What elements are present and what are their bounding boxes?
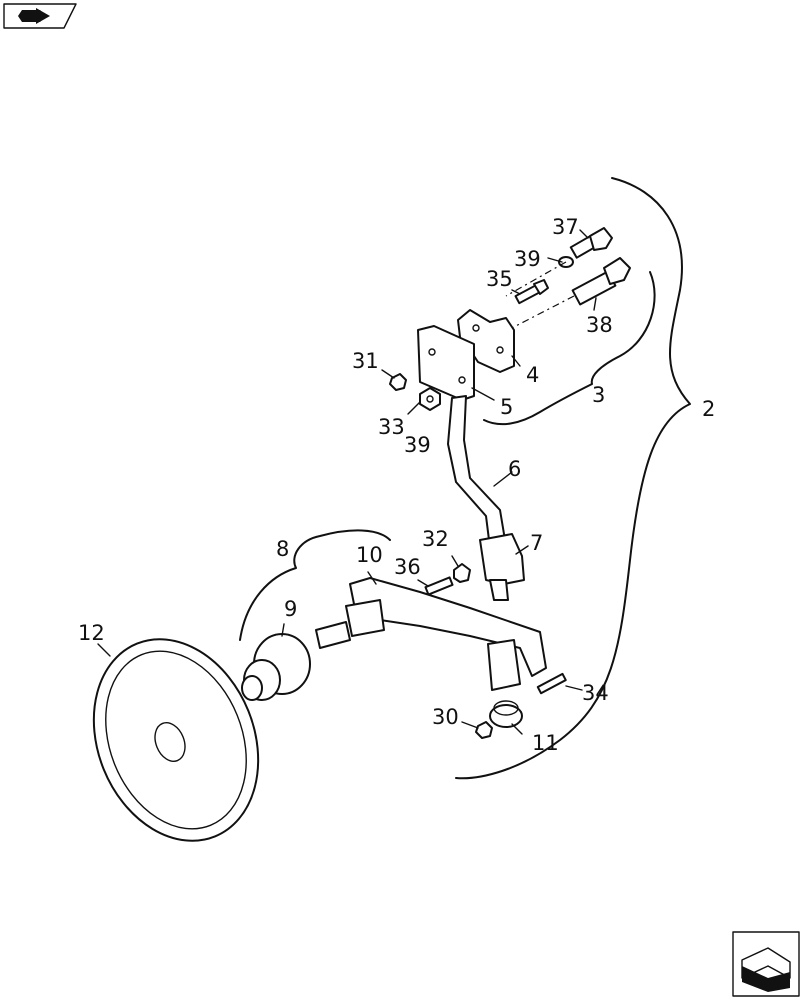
spindle [315,599,385,649]
callout-37: 37 [552,215,579,239]
callout-6: 6 [508,457,521,481]
callout-38: 38 [586,313,613,337]
callout-39-top: 39 [514,247,541,271]
callout-32: 32 [422,527,449,551]
clamp-plate-5 [417,325,475,401]
callout-7: 7 [530,531,543,555]
hub-9 [241,633,311,701]
callout-8: 8 [276,537,289,561]
callout-34: 34 [582,681,609,705]
collar-7 [479,533,525,601]
callout-4: 4 [526,363,539,387]
callout-2: 2 [702,397,715,421]
assembly-2-brace [455,177,691,780]
shank-6 [447,395,507,549]
callout-31: 31 [352,349,379,373]
bolt-35 [514,279,549,305]
bolt-37 [569,227,613,259]
book-arrow-icon[interactable] [3,3,77,29]
next-page-arrow-icon[interactable] [732,931,800,997]
callout-5: 5 [500,395,513,419]
nut-32 [453,563,471,583]
nut-30 [475,721,493,739]
disc-12 [92,638,260,842]
callout-36: 36 [394,555,421,579]
assembly-8-brace [239,529,391,641]
callout-39-mid: 39 [404,433,431,457]
bushing-11 [489,700,523,728]
nut-33 [419,387,441,411]
callout-3: 3 [592,383,605,407]
bolt-36 [424,576,454,596]
bolt-38 [571,257,631,306]
hub-tube [487,639,521,691]
leader-lines [97,229,597,735]
assembly-3-brace [483,271,656,426]
callout-9: 9 [284,597,297,621]
callout-35: 35 [486,267,513,291]
callout-12: 12 [78,621,105,645]
bolt-34 [536,672,567,695]
callout-30: 30 [432,705,459,729]
callout-11: 11 [532,731,559,755]
callout-10: 10 [356,543,383,567]
callout-33: 33 [378,415,405,439]
